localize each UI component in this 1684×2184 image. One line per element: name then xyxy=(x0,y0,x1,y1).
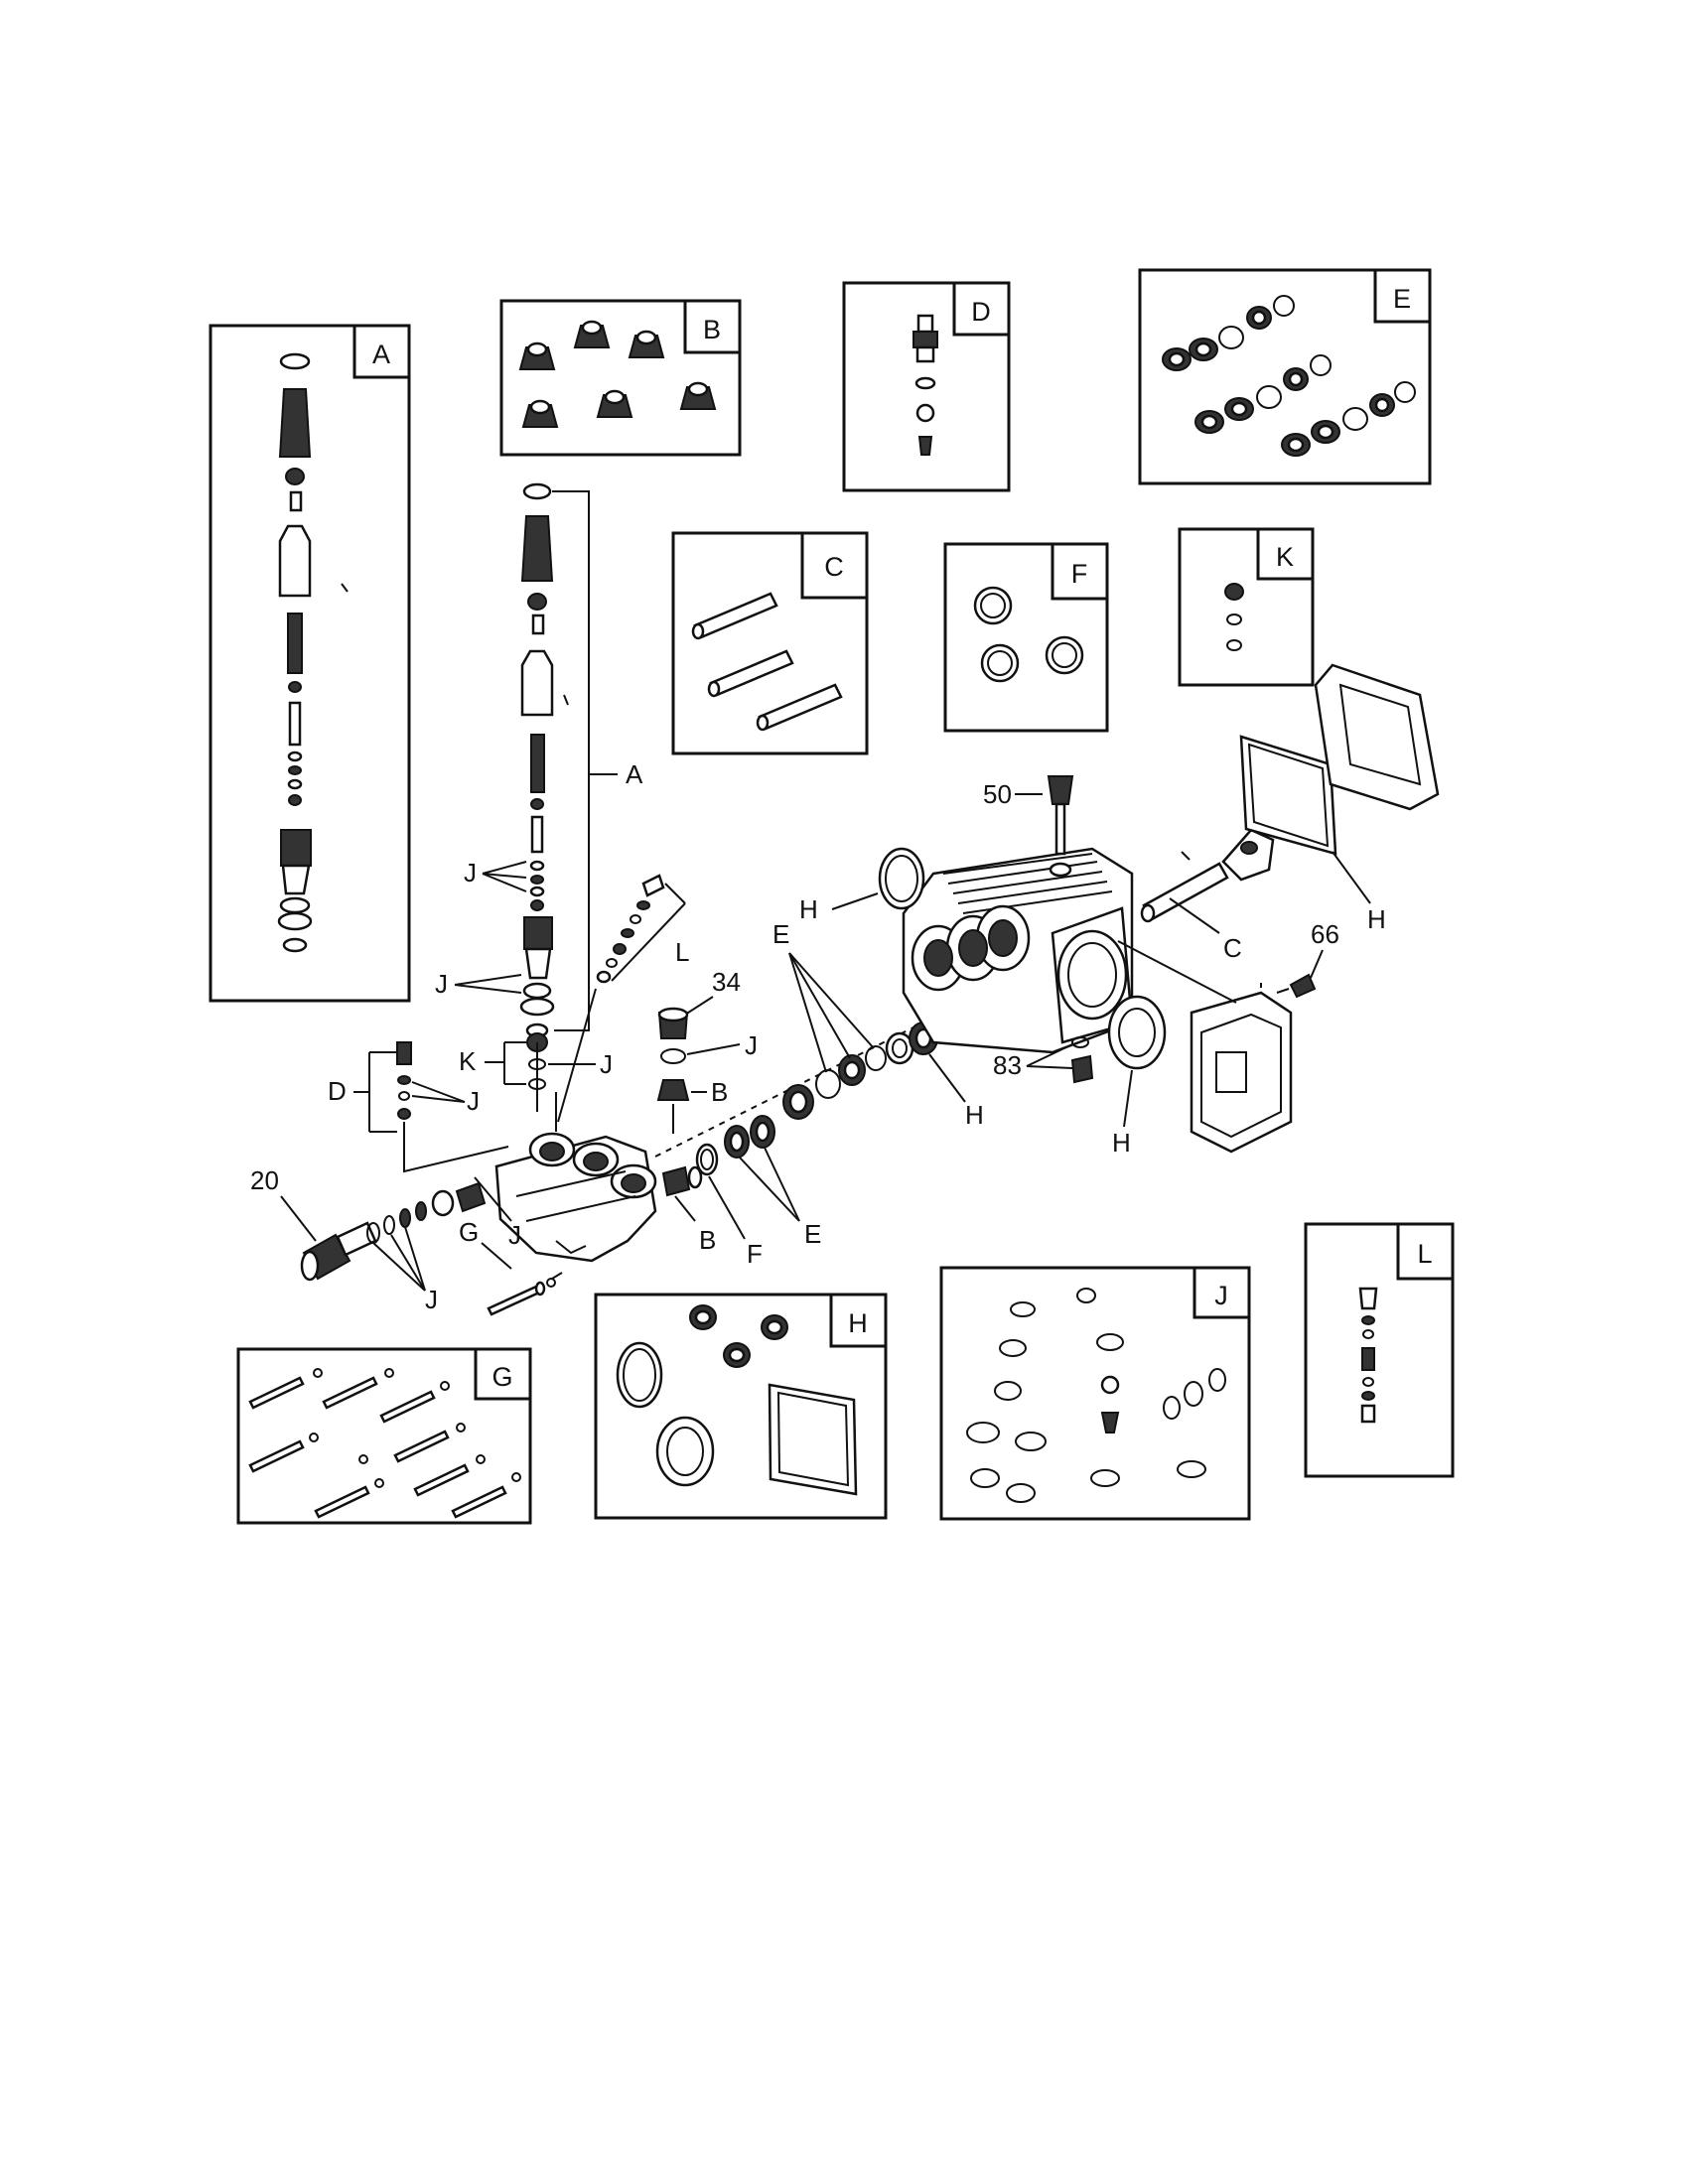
callout-h-3: H xyxy=(1367,904,1386,934)
kit-box-d: D xyxy=(842,281,1011,492)
kit-box-e: E xyxy=(1138,268,1432,485)
kit-box-c: C xyxy=(671,531,869,755)
kit-f-ring-parts xyxy=(973,586,1084,683)
callout-d: D xyxy=(328,1076,347,1106)
callout-f: F xyxy=(747,1239,763,1269)
kit-l-label: L xyxy=(1417,1239,1432,1269)
kit-a-unloader-parts xyxy=(277,352,349,953)
kit-g-label: G xyxy=(491,1362,512,1392)
kit-e-label: E xyxy=(1393,284,1411,314)
callout-b-2: B xyxy=(699,1225,716,1255)
kit-k-parts xyxy=(1224,583,1244,651)
callout-66: 66 xyxy=(1311,919,1339,949)
kit-h-parts xyxy=(616,1304,858,1496)
callout-e-2: E xyxy=(772,919,789,949)
callout-a: A xyxy=(626,759,643,789)
flange-adapter xyxy=(1117,940,1293,1154)
callout-83: 83 xyxy=(993,1050,1022,1080)
kit-c-plunger-parts xyxy=(691,592,843,732)
kit-g-bolt-parts xyxy=(248,1368,521,1519)
inlet-fitting-20 xyxy=(300,1221,377,1282)
kit-j-oring-parts xyxy=(966,1288,1226,1503)
callout-j-3: J xyxy=(600,1049,613,1079)
callout-l: L xyxy=(675,937,689,967)
kit-c-label: C xyxy=(824,552,844,582)
callout-b-1: B xyxy=(711,1077,728,1107)
kit-box-j: J xyxy=(939,1266,1251,1521)
callout-j-2: J xyxy=(435,969,448,999)
kit-b-label: B xyxy=(703,315,721,344)
callout-h-1: H xyxy=(965,1100,984,1130)
callout-c: C xyxy=(1223,933,1242,963)
kit-f-label: F xyxy=(1071,559,1088,589)
main-assembly: A J J K J D J xyxy=(250,482,1440,1316)
kit-b-valve-parts xyxy=(518,320,717,428)
kit-d-parts xyxy=(912,314,938,456)
kit-box-h: H xyxy=(594,1293,888,1520)
kit-a-label: A xyxy=(372,340,390,369)
kit-d-label: D xyxy=(971,297,991,327)
callout-20: 20 xyxy=(250,1165,279,1195)
kit-box-b: B xyxy=(499,299,742,457)
callout-e-1: E xyxy=(804,1219,821,1249)
callout-g: G xyxy=(459,1217,479,1247)
callout-j-6: J xyxy=(508,1220,521,1250)
kit-box-k: K xyxy=(1178,527,1315,687)
callout-k: K xyxy=(459,1046,477,1076)
kit-l-parts xyxy=(1358,1287,1378,1424)
kit-box-g: G xyxy=(236,1347,532,1525)
kit-box-a: A xyxy=(209,324,411,1003)
unloader-stack xyxy=(519,482,569,1038)
crankcase xyxy=(902,847,1134,1054)
kit-box-f: F xyxy=(943,542,1109,733)
manifold xyxy=(494,1132,657,1263)
callout-j-4: J xyxy=(467,1086,480,1116)
callout-j-5: J xyxy=(745,1030,758,1060)
callout-34: 34 xyxy=(712,967,741,997)
kit-j-label: J xyxy=(1214,1281,1228,1310)
kit-e-seal-parts xyxy=(1162,295,1416,457)
callout-h-2: H xyxy=(799,894,818,924)
callout-j-1: J xyxy=(464,858,477,887)
kit-box-l: L xyxy=(1304,1222,1455,1478)
kit-h-label: H xyxy=(848,1308,868,1338)
l-assembly xyxy=(596,874,665,984)
callout-j-7: J xyxy=(425,1285,438,1314)
callout-h-4: H xyxy=(1112,1128,1131,1158)
kit-k-label: K xyxy=(1276,542,1294,572)
callout-50: 50 xyxy=(983,779,1012,809)
